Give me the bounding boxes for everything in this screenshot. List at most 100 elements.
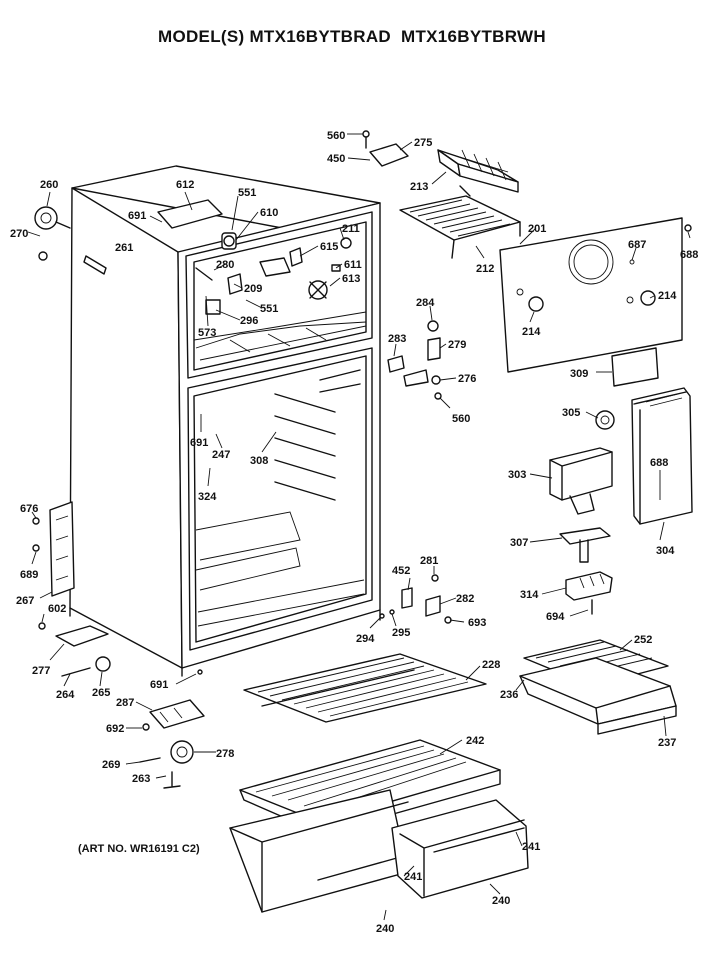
part-label-676: 676	[20, 503, 38, 515]
part-label-240: 240	[376, 923, 394, 935]
left-side-bracket-267	[32, 501, 75, 597]
part-label-237: 237	[658, 737, 676, 749]
part-label-228: 228	[482, 659, 500, 671]
part-label-201: 201	[528, 223, 546, 235]
part-label-252: 252	[634, 634, 652, 646]
part-label-295: 295	[392, 627, 410, 639]
diagram-title: MODEL(S) MTX16BYTBRAD MTX16BYTBRWH	[158, 27, 546, 47]
part-label-212: 212	[476, 263, 494, 275]
part-label-278: 278	[216, 748, 234, 760]
part-label-551: 551	[238, 187, 256, 199]
part-label-260: 260	[40, 179, 58, 191]
evaporator-cover-201	[499, 217, 692, 373]
model-name-2: MTX16BYTBRWH	[400, 27, 546, 46]
refrigerator-cabinet	[69, 165, 381, 677]
crisper-drawer-right	[391, 799, 529, 899]
part-label-307: 307	[510, 537, 528, 549]
part-label-688: 688	[680, 249, 698, 261]
part-label-265: 265	[92, 687, 110, 699]
defrost-drain-parts	[34, 206, 107, 275]
part-label-209: 209	[244, 283, 262, 295]
part-label-324: 324	[198, 491, 217, 503]
part-label-615: 615	[320, 241, 338, 253]
part-label-692: 692	[106, 723, 124, 735]
part-label-287: 287	[116, 697, 134, 709]
model-list: MODEL(S) MTX16BYTBRAD	[158, 27, 391, 46]
part-label-573: 573	[198, 327, 216, 339]
art-number: (ART NO. WR16191 C2)	[78, 843, 200, 855]
part-labels: 560 275 450 213 260 612 551 691 610 270 …	[10, 130, 698, 935]
part-label-270: 270	[10, 228, 28, 240]
part-label-450: 450	[327, 153, 345, 165]
water-valve-parts	[387, 320, 442, 400]
part-label-551-b: 551	[260, 303, 278, 315]
pan-cover-236	[519, 657, 677, 725]
part-label-296: 296	[240, 315, 258, 327]
part-label-610: 610	[260, 207, 278, 219]
crisper-drawer-left	[229, 789, 409, 913]
part-label-214-b: 214	[522, 326, 541, 338]
part-label-241-b: 241	[522, 841, 540, 853]
ice-maker-bracket-275	[362, 130, 409, 167]
part-label-213: 213	[410, 181, 428, 193]
part-label-691-b: 691	[190, 437, 208, 449]
air-duct-304	[631, 387, 693, 525]
control-housing-303	[549, 447, 613, 515]
part-label-314: 314	[520, 589, 539, 601]
part-label-305: 305	[562, 407, 580, 419]
part-label-277: 277	[32, 665, 50, 677]
part-label-691-c: 691	[150, 679, 168, 691]
part-label-284: 284	[416, 297, 435, 309]
part-label-691: 691	[128, 210, 146, 222]
part-label-264: 264	[56, 689, 75, 701]
part-label-267: 267	[16, 595, 34, 607]
fresh-food-shelf-228	[243, 653, 487, 723]
part-label-612: 612	[176, 179, 194, 191]
part-label-263: 263	[132, 773, 150, 785]
part-label-240-b: 240	[492, 895, 510, 907]
part-label-613: 613	[342, 273, 360, 285]
part-label-304: 304	[656, 545, 675, 557]
label-309	[611, 347, 659, 387]
part-label-560-b: 560	[452, 413, 470, 425]
part-label-247: 247	[212, 449, 230, 461]
part-label-275: 275	[414, 137, 432, 149]
part-label-687: 687	[628, 239, 646, 251]
ice-tray-213	[437, 149, 519, 193]
part-label-236: 236	[500, 689, 518, 701]
part-label-611: 611	[344, 259, 362, 271]
part-label-560: 560	[327, 130, 345, 142]
part-label-211: 211	[342, 223, 360, 235]
freezer-shelf-212	[399, 185, 521, 259]
part-label-269: 269	[102, 759, 120, 771]
part-label-281: 281	[420, 555, 438, 567]
part-label-694: 694	[546, 611, 565, 623]
part-label-280: 280	[216, 259, 234, 271]
part-label-276: 276	[458, 373, 476, 385]
part-label-279: 279	[448, 339, 466, 351]
part-label-294: 294	[356, 633, 375, 645]
part-label-214: 214	[658, 290, 677, 302]
base-parts	[38, 622, 205, 789]
part-label-689: 689	[20, 569, 38, 581]
hinge-parts	[379, 574, 452, 624]
control-knob-305	[595, 410, 615, 430]
part-label-309: 309	[570, 368, 588, 380]
crisper-cover-242	[239, 739, 501, 835]
part-label-261: 261	[115, 242, 133, 254]
part-label-693: 693	[468, 617, 486, 629]
leader-lines	[27, 133, 691, 921]
part-label-688-b: 688	[650, 457, 668, 469]
part-label-308: 308	[250, 455, 268, 467]
part-label-452: 452	[392, 565, 410, 577]
part-label-241: 241	[404, 871, 422, 883]
bracket-314	[565, 571, 613, 615]
part-label-282: 282	[456, 593, 474, 605]
bracket-307	[559, 527, 611, 563]
drawer-front-237	[597, 705, 677, 735]
part-label-242: 242	[466, 735, 484, 747]
part-label-602: 602	[48, 603, 66, 615]
part-label-303: 303	[508, 469, 526, 481]
part-label-283: 283	[388, 333, 406, 345]
